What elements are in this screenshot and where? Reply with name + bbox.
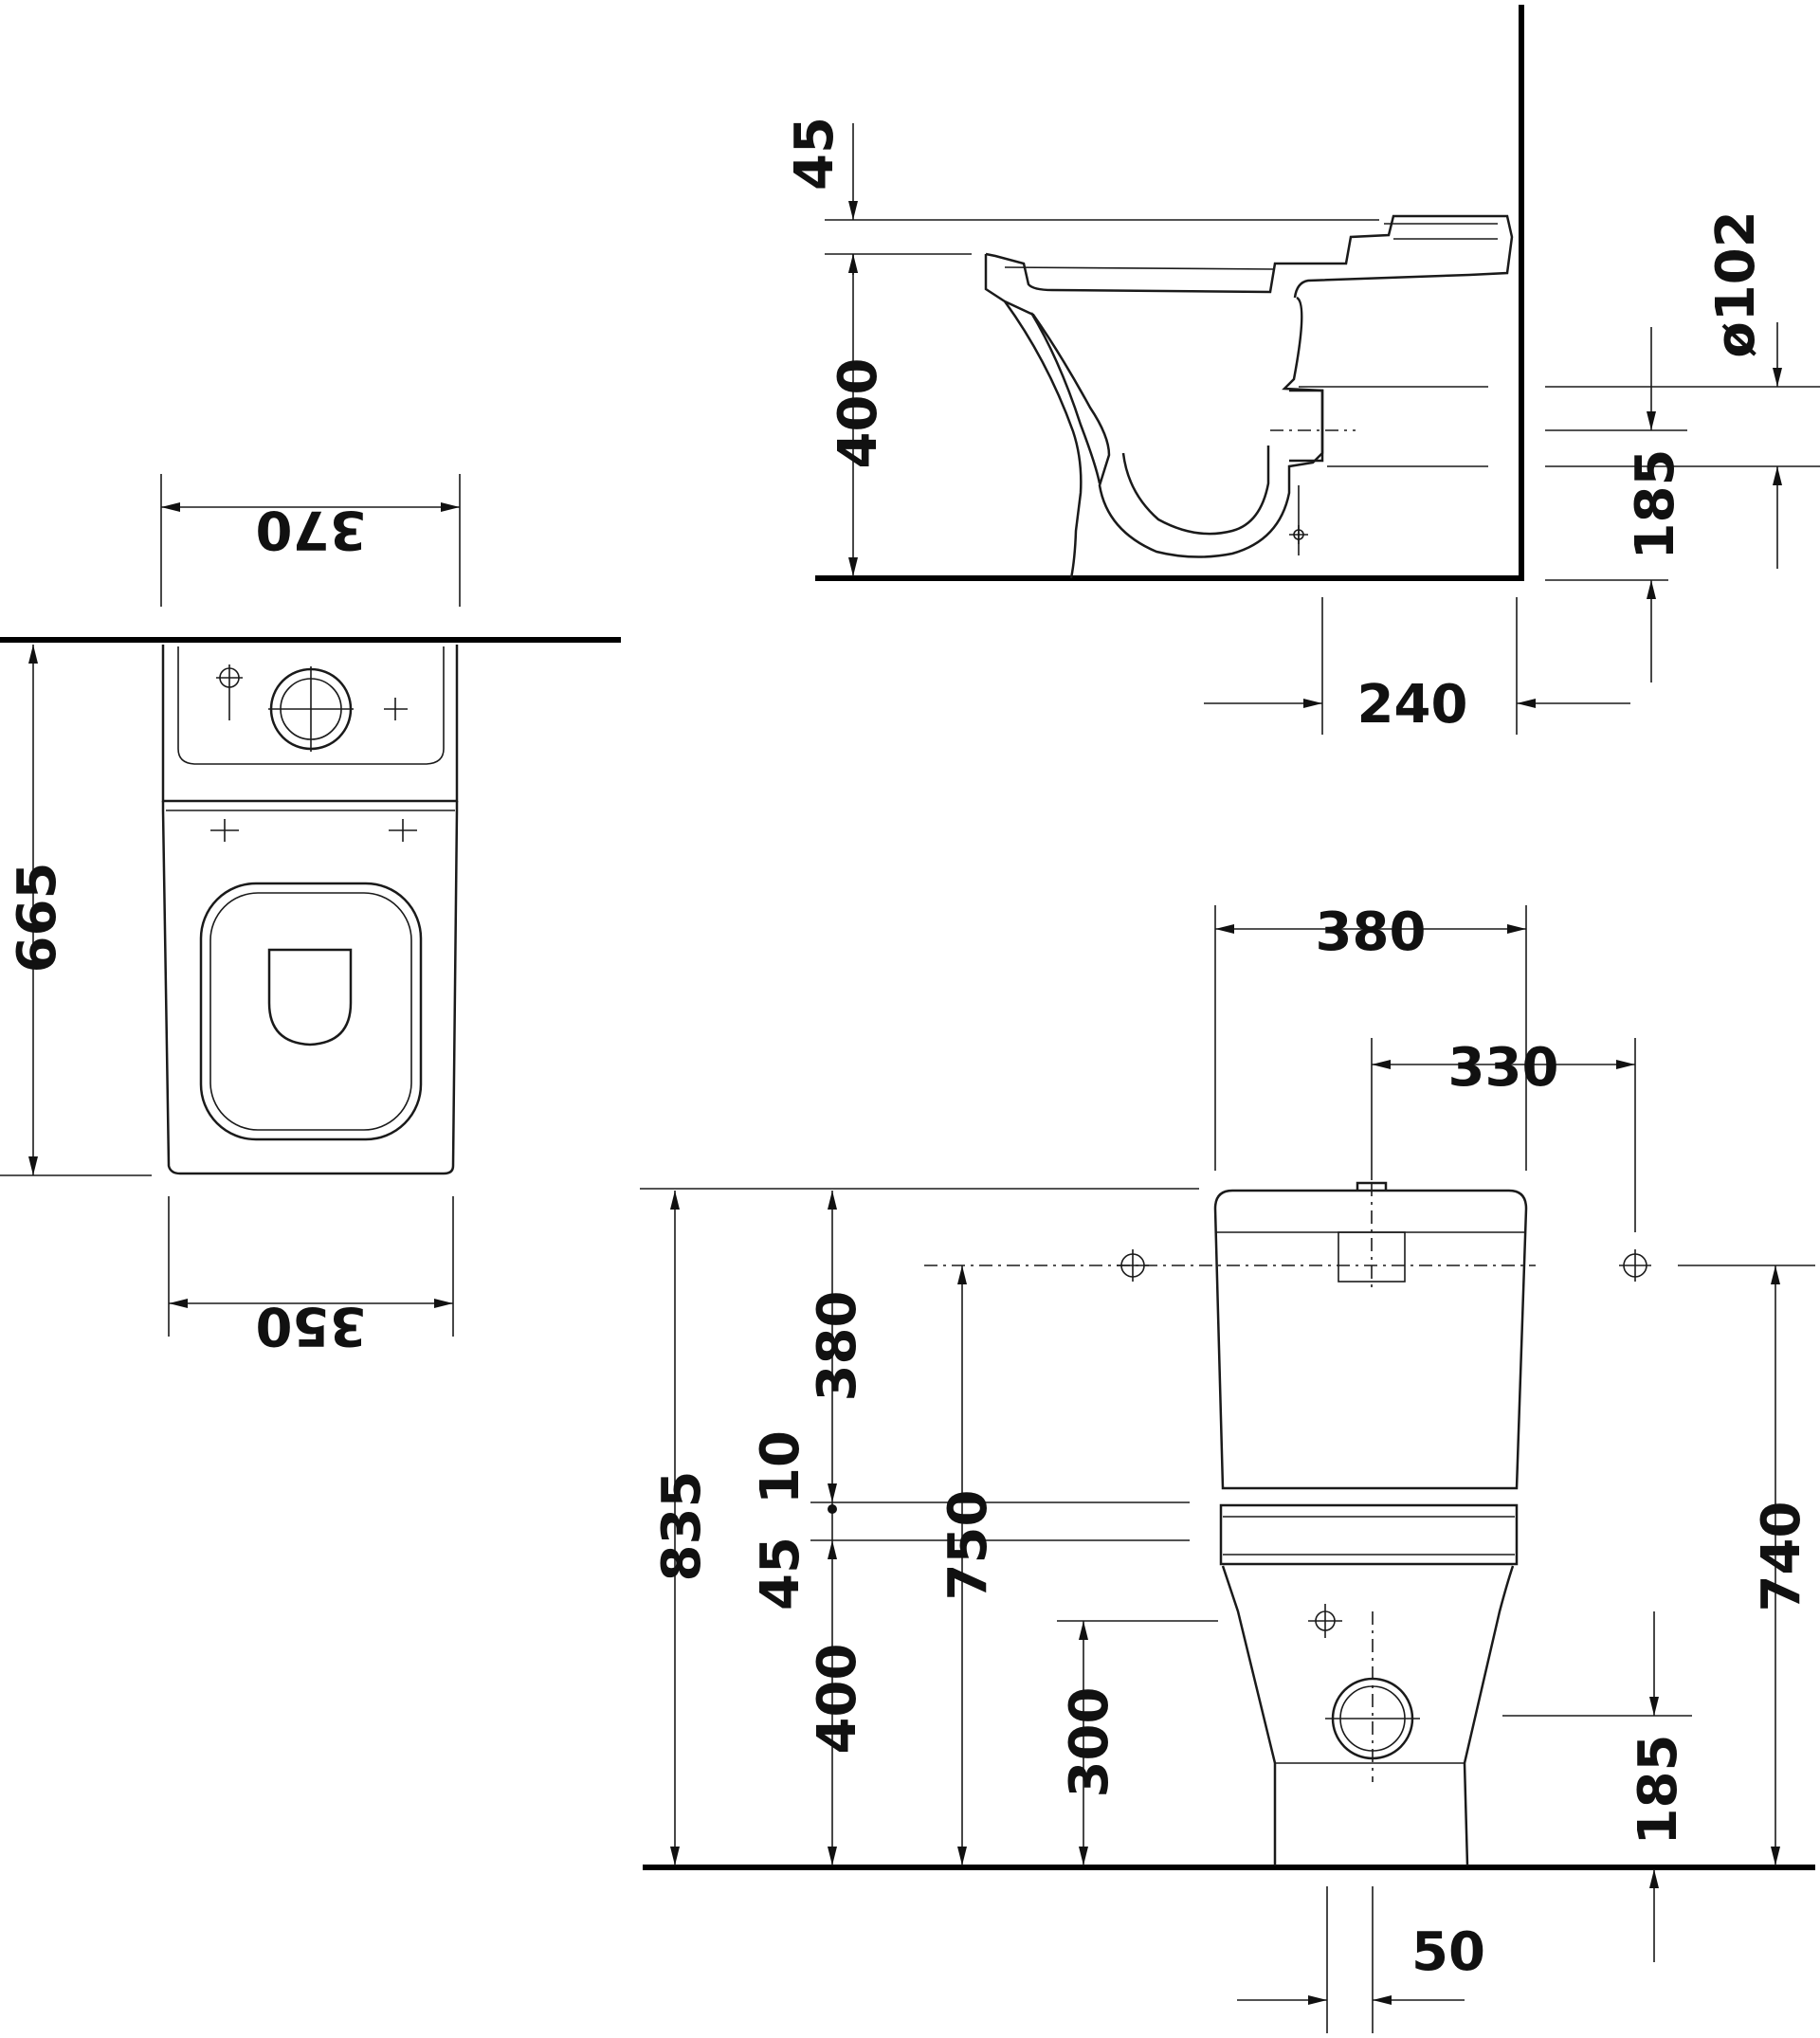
plan-cistern-inner — [177, 646, 445, 765]
plan-view: 370 665 350 — [0, 474, 621, 1356]
dim-300-label: 300 — [1059, 1687, 1120, 1798]
dim-10-label: 10 — [750, 1430, 811, 1504]
side-seat-profile — [985, 214, 1514, 299]
dim-330-label: 330 — [1448, 1037, 1559, 1099]
dim-front-380-height-label: 380 — [807, 1291, 868, 1402]
front-seat-outline — [1219, 1503, 1519, 1566]
side-bowl-inner — [1004, 296, 1324, 558]
dim-835-label: 835 — [651, 1471, 713, 1582]
dim-45-label: 45 — [784, 117, 846, 191]
dim-102-label: ø102 — [1705, 210, 1767, 357]
dim-front-380-width-label: 380 — [1316, 901, 1427, 963]
dim-50-label: 50 — [1411, 1921, 1485, 1983]
dim-side-400-label: 400 — [828, 358, 889, 469]
dim-740-label: 740 — [1751, 1501, 1812, 1612]
front-view: 380 330 835 380 10 45 400 750 300 740 — [640, 901, 1815, 2033]
side-bowl-outer — [984, 254, 1083, 579]
dim-750-label: 750 — [937, 1490, 999, 1601]
dim-240-label: 240 — [1357, 674, 1468, 736]
dim-370-label: 370 — [256, 499, 367, 560]
dim-side-185-label: 185 — [1625, 449, 1686, 560]
dim-front-185-label: 185 — [1628, 1735, 1689, 1846]
front-cistern-outline — [1213, 1189, 1528, 1490]
plan-seat-outline — [199, 882, 423, 1141]
dim-front-400-label: 400 — [807, 1644, 868, 1755]
front-bowl-outline — [1221, 1565, 1515, 1866]
plan-seat-inner — [209, 892, 412, 1131]
dim-350-label: 350 — [256, 1295, 367, 1356]
dim-665-label: 665 — [7, 863, 68, 974]
plan-lid-hinge — [267, 948, 353, 1046]
plan-cistern-outline — [161, 645, 459, 803]
side-trapway — [1121, 446, 1270, 536]
side-outlet-pipe — [1289, 389, 1324, 463]
side-view: 45 400 ø102 185 240 — [784, 5, 1820, 736]
dim-front-45-label: 45 — [750, 1537, 811, 1610]
plan-bowl-outline — [161, 801, 459, 1175]
